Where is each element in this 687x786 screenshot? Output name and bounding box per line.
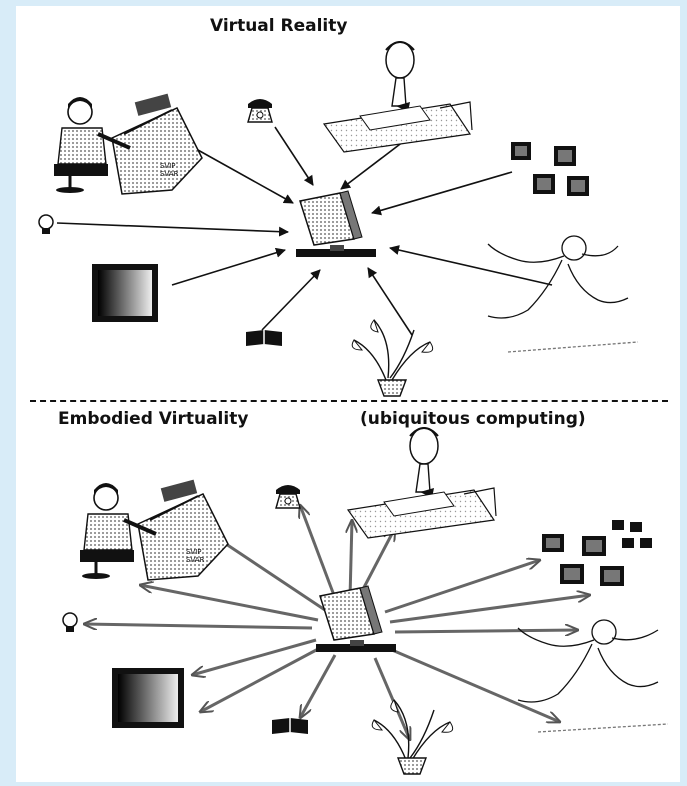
arrow-to-office-worker	[358, 528, 395, 596]
arrow-to-lamp	[84, 624, 313, 628]
running-person-icon	[487, 235, 639, 353]
ubiquitous-computing-subtitle: (ubiquitous computing)	[360, 409, 586, 429]
book-icon	[246, 330, 282, 346]
arrow-to-worker-desk	[350, 520, 352, 599]
arrow-to-chip-squares	[384, 560, 540, 614]
plant-icon	[351, 318, 434, 397]
arrow-to-chip-squares-lower	[389, 595, 590, 624]
telephone-icon	[247, 99, 273, 123]
arrow-from-book	[261, 269, 321, 331]
embodied-virtuality-diagram: SVIP SVAR	[62, 427, 669, 775]
computer-icon	[296, 190, 376, 257]
arrow-to-telephone	[300, 505, 337, 599]
svg-text:SVAR: SVAR	[186, 556, 205, 564]
arrow-from-plant	[367, 267, 413, 336]
arrow-from-display-screen	[171, 247, 286, 286]
office-worker-icon	[322, 41, 473, 153]
office-worker-icon-bottom	[346, 427, 497, 539]
virtual-reality-diagram: SVIP SVAR	[38, 41, 639, 397]
arrow-to-lower-left	[200, 646, 321, 712]
arrow-from-lamp	[56, 222, 289, 237]
arrow-to-display-screen	[192, 638, 317, 675]
computer-icon-bottom	[316, 585, 396, 652]
virtual-reality-title: Virtual Reality	[210, 16, 348, 36]
arrow-to-plant	[373, 657, 410, 740]
running-person-icon-bottom	[517, 619, 669, 733]
svg-text:SVAR: SVAR	[160, 170, 179, 178]
lamp-icon	[38, 214, 54, 234]
chip-squares-icon-bottom	[542, 520, 652, 586]
arrow-to-runner-lower	[391, 648, 560, 722]
display-screen-icon	[92, 264, 158, 322]
drafting-person-icon: SVIP SVAR	[54, 93, 203, 195]
arrow-to-left-mid	[140, 585, 319, 622]
outward-arrows	[84, 505, 590, 740]
arrow-from-chip-squares	[371, 171, 513, 216]
svg-text:SVIP: SVIP	[186, 548, 202, 556]
arrow-from-telephone	[274, 126, 314, 186]
telephone-icon-bottom	[275, 485, 301, 509]
embodied-virtuality-title: Embodied Virtuality	[58, 409, 249, 429]
book-icon-bottom	[272, 718, 308, 734]
display-screen-icon-bottom	[112, 668, 184, 728]
chip-squares-icon	[511, 142, 589, 196]
drafting-person-icon-bottom: SVIP SVAR	[80, 479, 229, 581]
lamp-icon-bottom	[62, 612, 78, 632]
arrow-to-book	[300, 654, 337, 718]
arrow-from-running-person	[389, 245, 553, 286]
arrow-to-running-person	[394, 630, 578, 632]
svg-text:SVIP: SVIP	[160, 162, 176, 170]
plant-icon-bottom	[371, 698, 454, 775]
section-divider	[30, 400, 668, 402]
